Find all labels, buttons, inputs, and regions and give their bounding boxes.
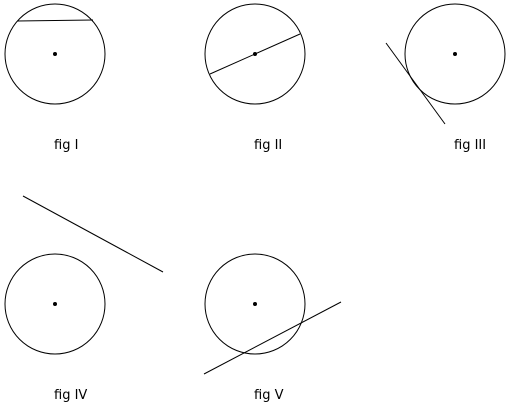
diameter-line — [209, 33, 301, 75]
figure-5-label: fig V — [254, 388, 284, 403]
center-dot-1 — [53, 52, 57, 56]
center-dot-3 — [453, 52, 457, 56]
circle-1 — [4, 3, 106, 105]
figure-3 — [385, 3, 506, 125]
circle-5 — [204, 253, 306, 355]
chord-line — [16, 19, 94, 22]
figure-3-label: fig III — [454, 138, 487, 153]
figure-2 — [204, 3, 306, 105]
figure-2-label: fig II — [254, 138, 283, 153]
circle-4 — [4, 253, 106, 355]
figure-1-label: fig I — [54, 138, 79, 153]
tangent-line — [385, 42, 446, 125]
circle-2 — [204, 3, 306, 105]
figure-4 — [4, 195, 164, 355]
center-dot-5 — [253, 302, 257, 306]
circle-3 — [404, 3, 506, 105]
figure-5 — [203, 253, 342, 375]
secant-line — [203, 301, 342, 375]
center-dot-4 — [53, 302, 57, 306]
figure-4-label: fig IV — [54, 388, 88, 403]
external-line — [22, 195, 164, 273]
figure-1 — [4, 3, 106, 105]
